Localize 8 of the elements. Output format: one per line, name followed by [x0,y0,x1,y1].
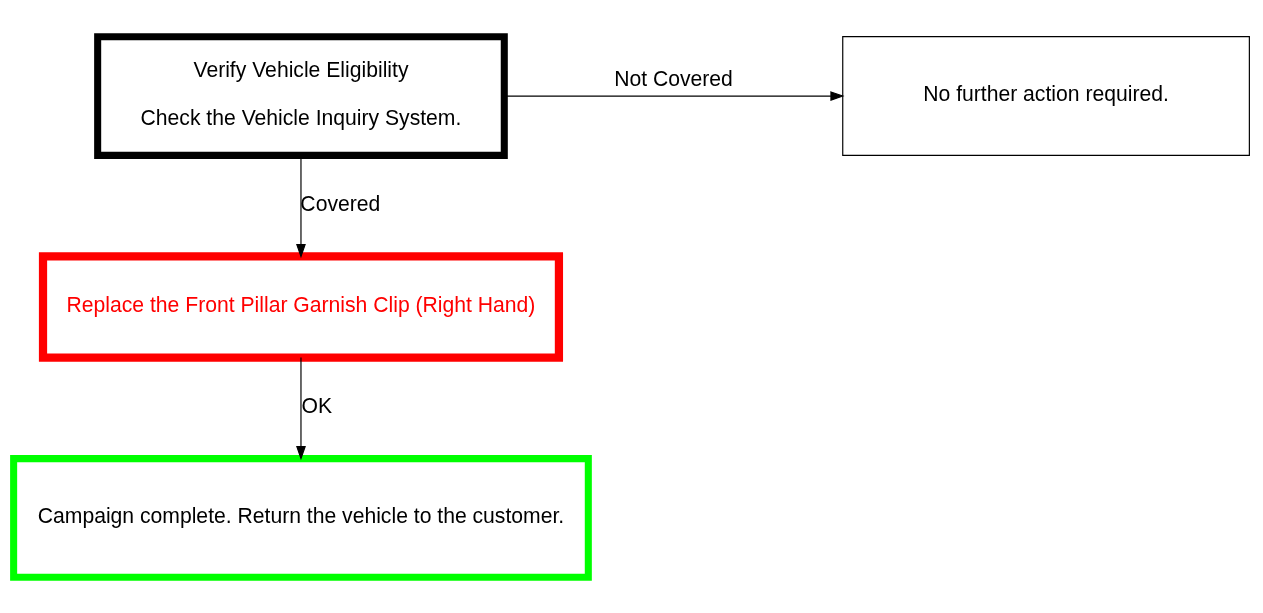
node-box: Replace the Front Pillar Garnish Clip (Right Hand) [38,251,564,362]
arrow [296,356,306,460]
node-box: No further action required. [842,35,1250,156]
node-box: Campaign complete. Return the vehicle to the customer. [10,454,592,581]
edge-label: OK [301,393,333,417]
arrow [504,90,845,101]
edge-label: Not Covered [614,66,733,90]
node-box: Verify Vehicle Eligibility Check the Vehicle Inquiry System. [94,32,508,159]
